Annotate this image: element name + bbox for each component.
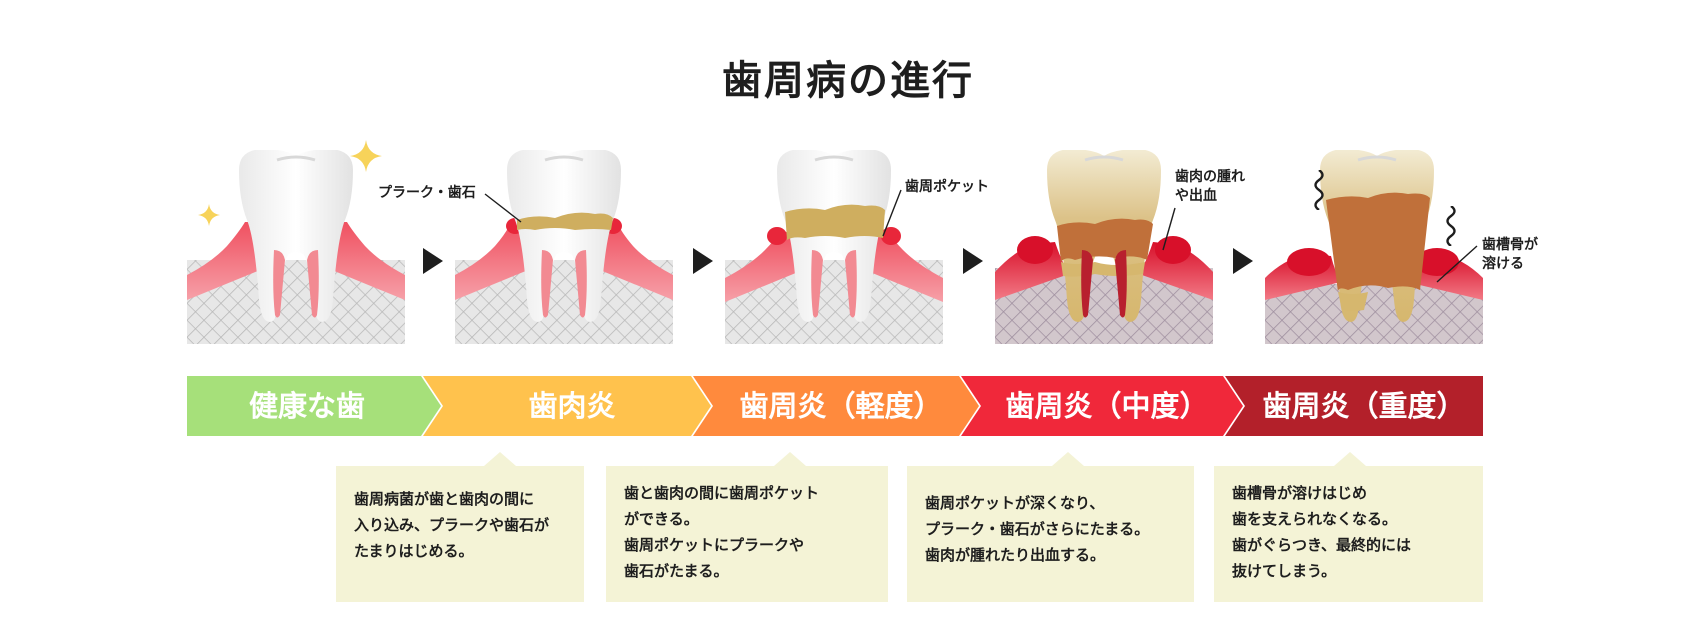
band-segment-moderate — [961, 376, 1243, 436]
band-segment-healthy — [187, 376, 441, 436]
band-label-gingivitis: 歯肉炎 — [528, 389, 616, 423]
description-box-severe: 歯槽骨が溶けはじめ 歯を支えられなくなる。 歯がぐらつき、最終的には 抜けてしま… — [1214, 466, 1483, 602]
stage-band — [187, 376, 1483, 436]
box-pointer — [774, 452, 806, 466]
sparkle-icon — [350, 140, 382, 172]
band-segment-severe — [1225, 376, 1483, 436]
box-pointer — [1334, 452, 1366, 466]
band-label-mild: 歯周炎（軽度） — [739, 389, 943, 423]
description-box-mild: 歯と歯肉の間に歯周ポケット ができる。 歯周ポケットにプラークや 歯石がたまる。 — [606, 466, 888, 602]
callout-plaque: プラーク・歯石 — [378, 185, 476, 201]
description-box-gingivitis: 歯周病菌が歯と歯肉の間に 入り込み、プラークや歯石が たまりはじめる。 — [336, 466, 584, 602]
stage-healthy-illustration — [187, 150, 405, 344]
arrow-right-icon — [693, 248, 713, 274]
page-title: 歯周病の進行 — [722, 58, 974, 104]
band-segment-gingivitis — [423, 376, 711, 436]
arrow-right-icon — [423, 248, 443, 274]
callout-bone: 歯槽骨が 溶ける — [1482, 237, 1538, 272]
arrow-right-icon — [963, 248, 983, 274]
stage-moderate-illustration — [995, 150, 1213, 344]
box-pointer — [484, 452, 516, 466]
description-box-moderate: 歯周ポケットが深くなり、 プラーク・歯石がさらにたまる。 歯肉が腫れたり出血する… — [907, 466, 1194, 602]
wobble-icon — [1314, 170, 1324, 210]
sparkle-icon — [198, 204, 220, 226]
stage-mild-illustration — [725, 150, 943, 344]
stage-severe-illustration — [1265, 150, 1483, 344]
band-label-severe: 歯周炎（重度） — [1262, 389, 1466, 423]
band-label-healthy: 健康な歯 — [248, 389, 365, 423]
wobble-icon — [1446, 206, 1456, 246]
box-pointer — [1052, 452, 1084, 466]
callout-swelling: 歯肉の腫れ や出血 — [1175, 169, 1245, 204]
arrow-right-icon — [1233, 248, 1253, 274]
band-label-moderate: 歯周炎（中度） — [1005, 389, 1209, 423]
stage-gingivitis-illustration — [455, 150, 673, 344]
callout-pocket: 歯周ポケット — [905, 179, 989, 195]
band-segment-mild — [693, 376, 979, 436]
